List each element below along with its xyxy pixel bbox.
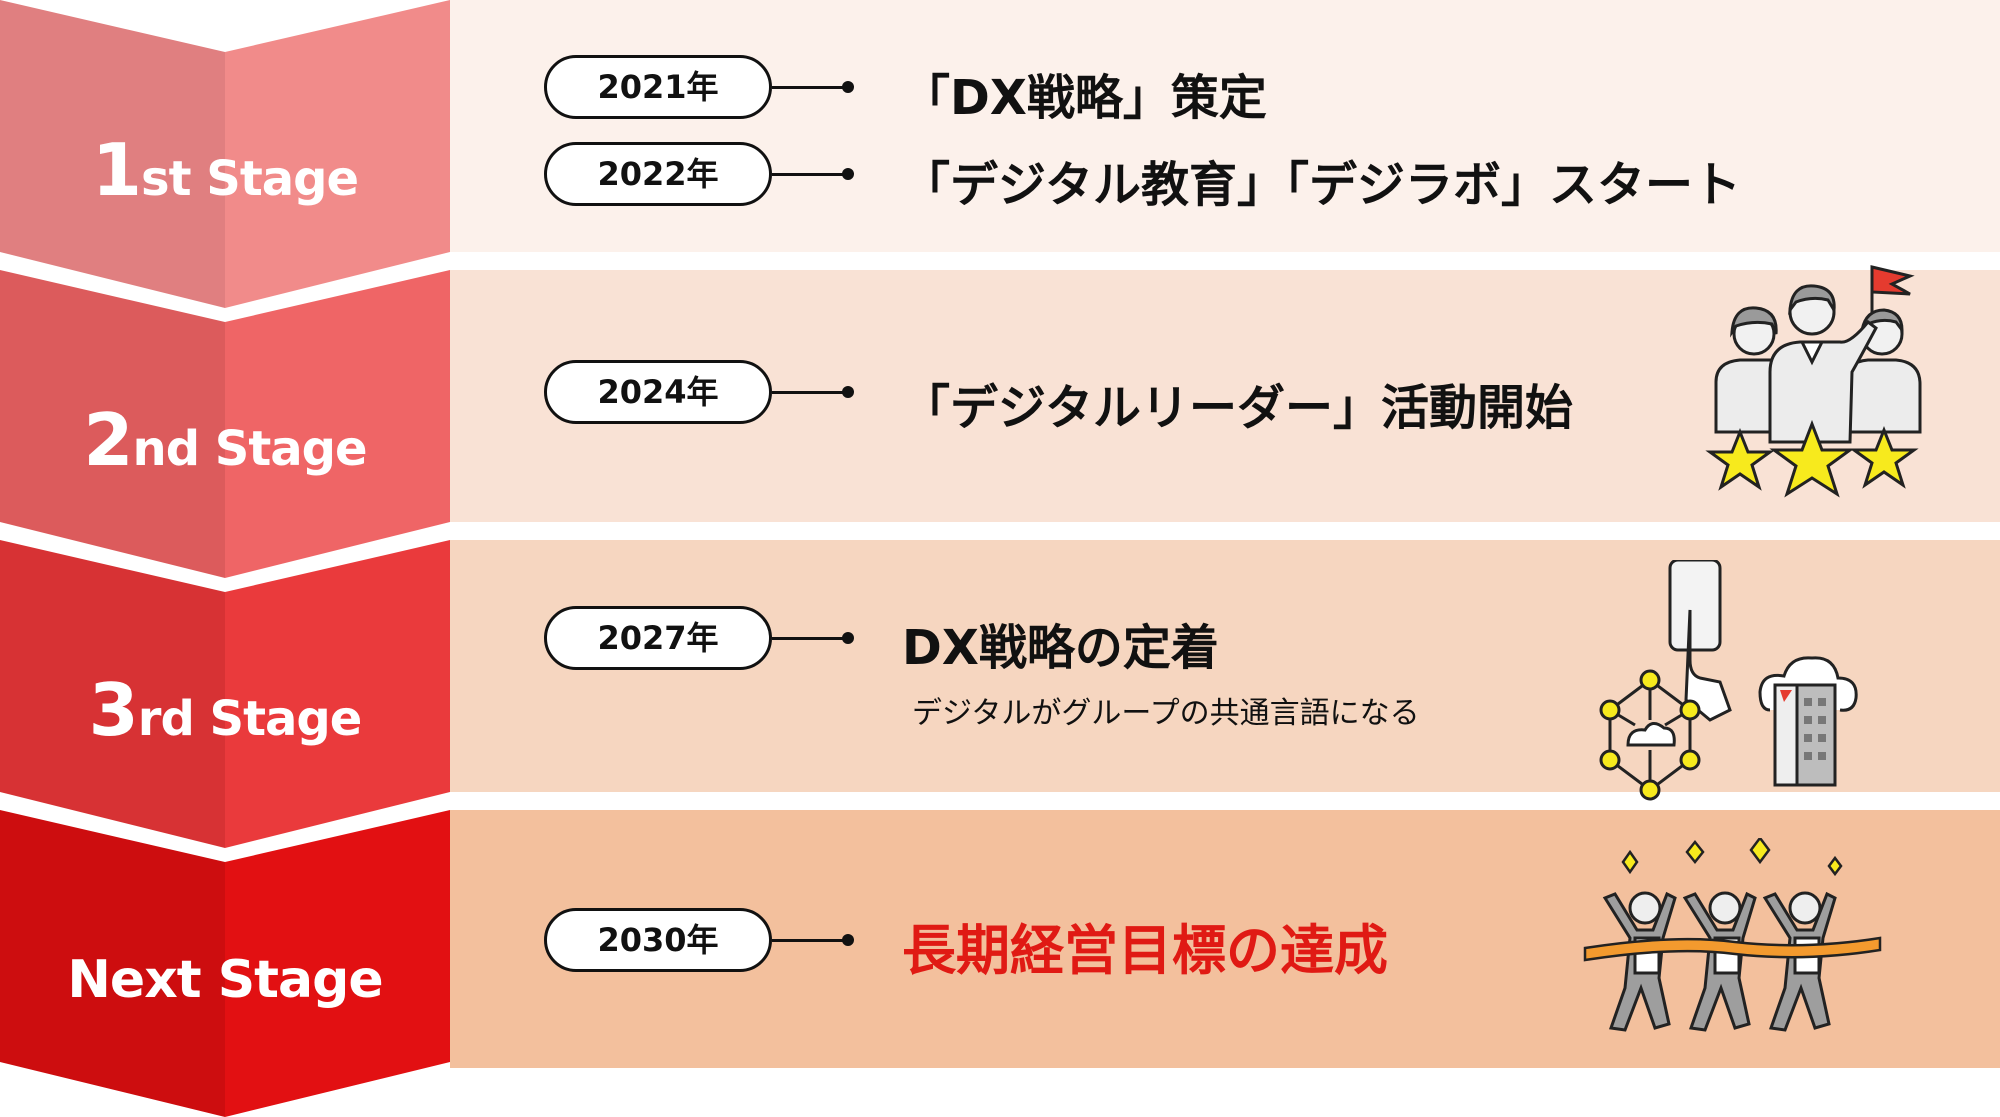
event-2027-subtext: デジタルがグループの共通言語になる (912, 696, 1420, 731)
stage1-band (450, 0, 2000, 252)
stage1-chevron (0, 0, 450, 310)
connector-2021 (772, 81, 854, 93)
year-pill-2024: 2024年 (544, 360, 772, 424)
stage3-label-suffix: rd Stage (137, 691, 363, 747)
digital-network-icon (1590, 558, 1870, 814)
year-pill-2027: 2027年 (544, 606, 772, 670)
event-2024: 「デジタルリーダー」活動開始 (902, 380, 1574, 436)
stage1-label: 1st Stage (0, 128, 450, 212)
stage2-label: 2nd Stage (0, 398, 450, 482)
connector-2030 (772, 934, 854, 946)
stage2-label-suffix: nd Stage (132, 421, 368, 477)
stage4-label: Next Stage (67, 950, 383, 1010)
event-2027: DX戦略の定着 (902, 620, 1219, 676)
year-pill-2021: 2021年 (544, 55, 772, 119)
event-2021: 「DX戦略」策定 (902, 70, 1267, 126)
connector-2024 (772, 386, 854, 398)
stage4-chevron (0, 810, 450, 1117)
stage1-label-num: 1 (91, 128, 142, 212)
stage3-chevron (0, 540, 450, 850)
stage2-label-num: 2 (83, 398, 133, 482)
year-pill-2030: 2030年 (544, 908, 772, 972)
stage3-label-num: 3 (88, 668, 139, 752)
event-2022: 「デジタル教育」「デジラボ」スタート (902, 157, 1742, 213)
team-leader-stars-icon (1700, 262, 1940, 526)
event-2030: 長期経営目標の達成 (902, 919, 1388, 982)
year-pill-2022: 2022年 (544, 142, 772, 206)
stage3-label: 3rd Stage (0, 668, 450, 752)
stage2-chevron (0, 270, 450, 580)
stage1-label-suffix: st Stage (141, 151, 359, 207)
connector-2022 (772, 168, 854, 180)
goal-runners-icon (1575, 835, 1895, 1042)
connector-2027 (772, 632, 854, 644)
